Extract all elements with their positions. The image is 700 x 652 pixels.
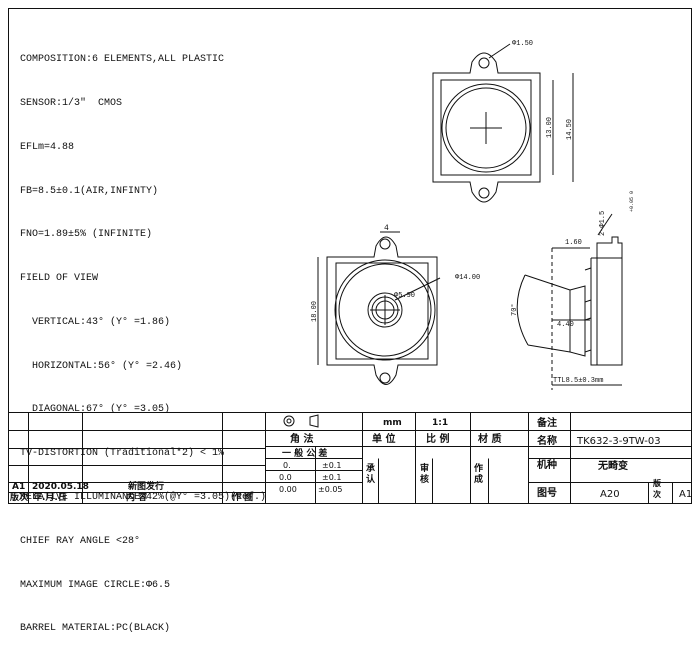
side-thread-dim: 2-Φ1.5 bbox=[599, 211, 607, 236]
label-drawing: 图号 bbox=[537, 487, 557, 499]
tolerance-header: 一 般 公 差 bbox=[282, 447, 327, 459]
label-name: 名称 bbox=[537, 434, 557, 447]
spec-line: BARREL MATERIAL:PC(BLACK) bbox=[20, 623, 171, 635]
side-thread-tol: +0.05 0 bbox=[629, 191, 635, 212]
side-angle-ray-2 bbox=[527, 344, 571, 353]
front-body-outline bbox=[326, 236, 438, 385]
col-date: 年.月.日 bbox=[33, 491, 67, 503]
value-name: TK632-3-9TW-03 bbox=[576, 436, 661, 447]
header-angle: 角 法 bbox=[290, 432, 313, 445]
top-hole-dim: Φ1.50 bbox=[512, 40, 533, 48]
tol-row-1-a: 0.0 bbox=[279, 473, 292, 482]
col-version: 版次 bbox=[9, 491, 28, 503]
spec-line: DIAGONAL:67° (Y° =3.05) bbox=[20, 404, 171, 416]
spec-line: MAXIMUM IMAGE CIRCLE:Φ6.5 bbox=[20, 579, 171, 591]
label-version: 版次 bbox=[652, 478, 661, 499]
side-angle-ray-1 bbox=[524, 274, 571, 291]
label-type: 机种 bbox=[537, 458, 557, 471]
top-lens-ring bbox=[441, 83, 531, 173]
value-type: 无畸变 bbox=[597, 459, 628, 472]
sheet-border bbox=[8, 8, 692, 504]
side-ttl-dim: TTL8.5±0.3mm bbox=[553, 377, 603, 385]
side-thread-leader bbox=[597, 213, 613, 236]
top-inner-square bbox=[440, 79, 532, 176]
header-material: 材 质 bbox=[478, 432, 501, 445]
top-outer-dim: 14.50 bbox=[566, 119, 574, 140]
tol-row-2-b: ±0.05 bbox=[318, 485, 343, 494]
spec-line: HORIZONTAL:56° (Y° =2.46) bbox=[20, 360, 183, 372]
spec-line: RELATIVE ILLUMINANCE=42%(@Y° =3.05)(Ref.… bbox=[20, 492, 267, 503]
leader-hole bbox=[488, 43, 511, 59]
side-angle-dim: 70° bbox=[510, 303, 519, 316]
header-unit: 单 位 bbox=[372, 432, 395, 445]
side-lens-barrel bbox=[584, 267, 592, 353]
front-inner-square bbox=[335, 262, 429, 360]
front-lens bbox=[367, 292, 403, 328]
side-body-outline bbox=[596, 236, 623, 366]
drawing-sheet: Φ1.50 13.00 14.50 4 18.00 Φ14.00 Φ5.90 bbox=[8, 8, 692, 504]
spec-line: SENSOR:1/3" CMOS bbox=[20, 97, 123, 109]
header-scale: 比 例 bbox=[426, 432, 449, 445]
spec-line: FIELD OF VIEW bbox=[20, 273, 99, 285]
front-lens-dim: Φ5.90 bbox=[394, 292, 415, 300]
tol-row-0-a: 0. bbox=[283, 461, 291, 470]
tol-row-1-b: ±0.1 bbox=[322, 473, 341, 482]
spec-line: VERTICAL:43° (Y° =1.86) bbox=[20, 316, 171, 328]
front-height-dim: 18.00 bbox=[311, 301, 319, 322]
side-lens-element bbox=[569, 285, 586, 357]
side-depth-dim: 4.40 bbox=[557, 321, 574, 329]
top-mount-hole bbox=[478, 57, 490, 69]
top-lens-ring-inner bbox=[445, 87, 527, 169]
side-thread bbox=[590, 257, 597, 366]
rev-a1: A1 bbox=[12, 482, 25, 492]
spec-line: COMPOSITION:6 ELEMENTS,ALL PLASTIC bbox=[20, 54, 225, 66]
label-remark: 备注 bbox=[536, 416, 557, 429]
top-view bbox=[432, 43, 574, 203]
top-body-outline bbox=[432, 52, 541, 203]
front-top-hole bbox=[379, 238, 391, 250]
front-leader bbox=[394, 277, 441, 301]
col-content: 内 容 bbox=[126, 491, 147, 503]
side-top-dim: 1.60 bbox=[565, 239, 582, 247]
value-version: A1 bbox=[679, 489, 692, 500]
author-label: 作成 bbox=[474, 462, 483, 485]
front-width-dim: 4 bbox=[384, 224, 389, 233]
spec-line: CHIEF RAY ANGLE <28° bbox=[20, 535, 141, 547]
spec-line: TV-DISTORTION (Traditional*2) < 1% bbox=[20, 448, 225, 460]
scale-value: 1:1 bbox=[432, 418, 448, 428]
tol-row-0-b: ±0.1 bbox=[322, 461, 341, 470]
title-block bbox=[8, 412, 692, 504]
front-outer-circle bbox=[334, 259, 436, 361]
rev-date: 2020.05.18 bbox=[32, 482, 89, 492]
spec-line: FNO=1.89±5% (INFINITE) bbox=[20, 229, 153, 241]
front-outer-circle-2 bbox=[338, 263, 432, 357]
title-block-text: mm 1:1 角 法 单 位 比 例 材 质 一 般 公 差 0. ±0.1 0… bbox=[9, 416, 692, 503]
top-inner-dim: 13.00 bbox=[546, 117, 554, 138]
bottom-mount-hole bbox=[478, 187, 490, 199]
approve-label: 承认 bbox=[366, 463, 376, 485]
review-label: 审核 bbox=[420, 462, 429, 485]
rev-desc: 新图发行 bbox=[128, 480, 164, 492]
tol-row-2-a: 0.00 bbox=[279, 485, 297, 494]
value-drawing: A20 bbox=[600, 489, 620, 500]
col-author: 作 图 bbox=[232, 491, 253, 503]
spec-line: EFLm=4.88 bbox=[20, 141, 75, 153]
side-angle-arc bbox=[516, 274, 529, 346]
spec-list: COMPOSITION:6 ELEMENTS,ALL PLASTIC SENSO… bbox=[20, 24, 266, 652]
front-circle-dim: Φ14.00 bbox=[455, 274, 480, 282]
spec-line: FB=8.5±0.1(AIR,INFINTY) bbox=[20, 185, 159, 197]
front-bottom-hole bbox=[379, 372, 391, 384]
front-view bbox=[317, 231, 441, 385]
side-view bbox=[516, 213, 623, 390]
unit-symbol: mm bbox=[383, 418, 402, 428]
